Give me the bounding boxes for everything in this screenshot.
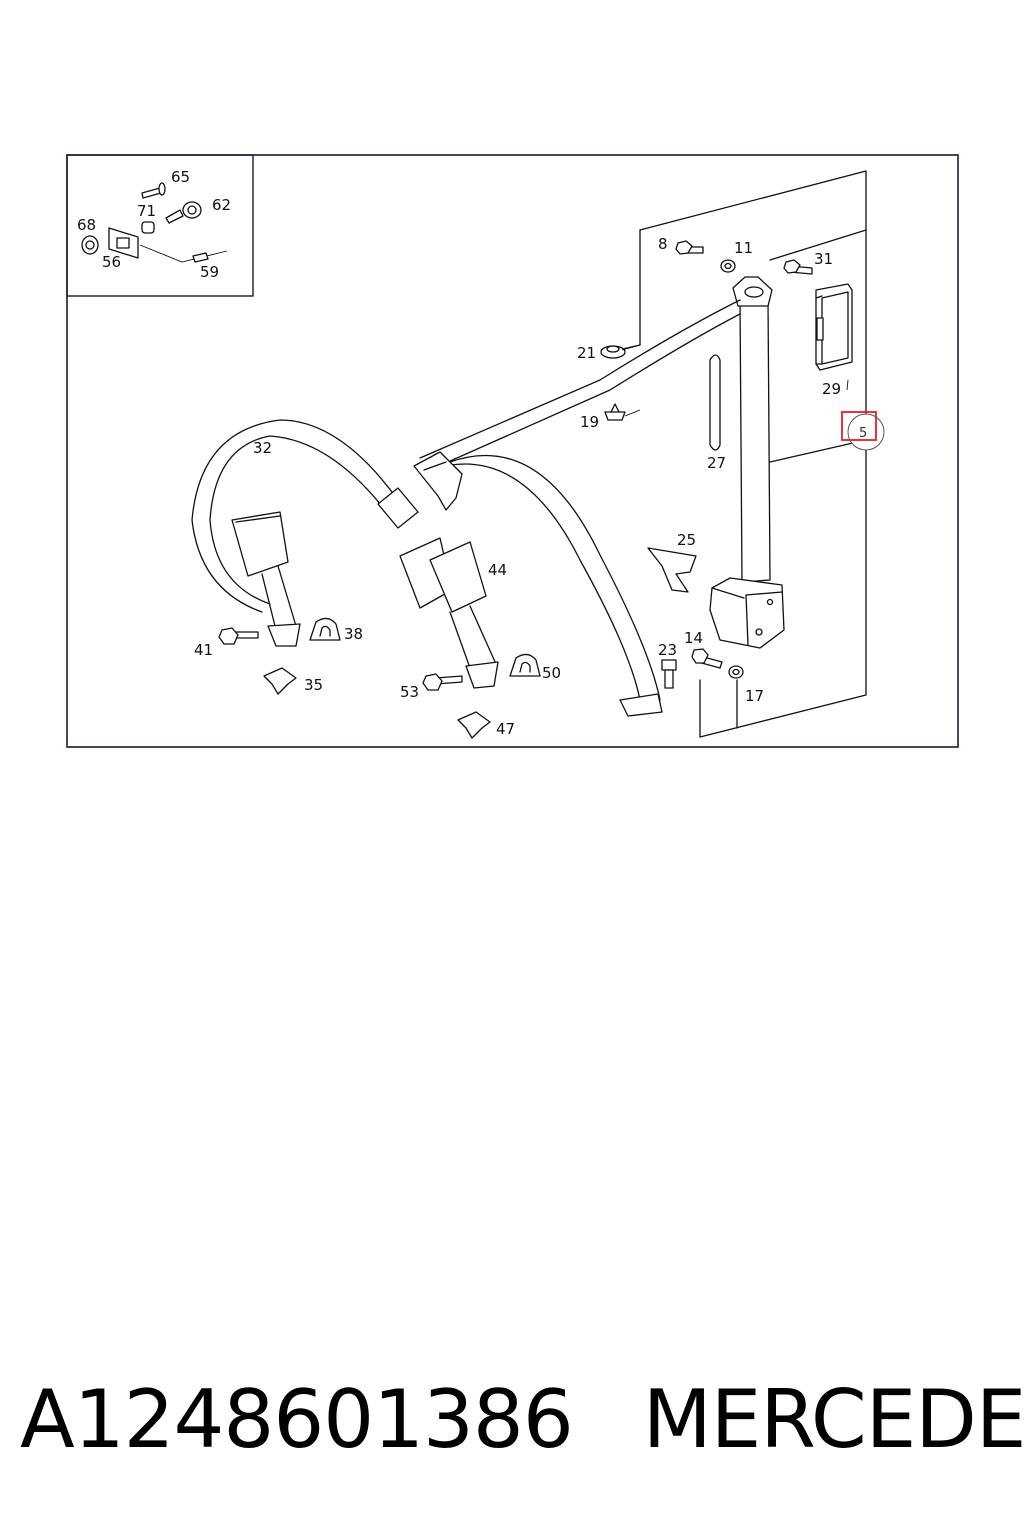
callout-19: 19 — [580, 413, 599, 431]
part-number: A1248601386 — [20, 1373, 574, 1466]
diagram-frame — [66, 154, 959, 748]
callout-71: 71 — [137, 202, 156, 220]
bolt-31-icon — [783, 259, 813, 275]
nut-47-icon — [457, 711, 491, 739]
callout-53: 53 — [400, 683, 419, 701]
callout-47: 47 — [496, 720, 515, 738]
trim-27-icon — [709, 354, 721, 451]
retractor-icon — [709, 577, 785, 649]
callout-5-marker — [841, 411, 885, 451]
lap-belt — [429, 454, 663, 717]
callout-35: 35 — [304, 676, 323, 694]
buckle-left-icon — [231, 511, 301, 647]
plate-56-icon — [108, 227, 139, 259]
grommet-21-icon — [600, 345, 626, 359]
callout-27: 27 — [707, 454, 726, 472]
callout-50: 50 — [542, 664, 561, 682]
callout-29: 29 — [822, 380, 841, 398]
callout-14: 14 — [684, 629, 703, 647]
caption: A1248601386 MERCEDES — [20, 1370, 1024, 1470]
brand-name: MERCEDES — [642, 1373, 1024, 1466]
nut-35-icon — [263, 667, 297, 695]
callout-17: 17 — [745, 687, 764, 705]
shoulder-belt — [419, 276, 773, 583]
bolt-14-icon — [691, 648, 723, 669]
washer-17-icon — [728, 665, 744, 679]
buckle-center-icon — [399, 537, 499, 689]
tongue-plate-icon — [413, 451, 463, 511]
bolt-41-icon — [218, 627, 259, 645]
belt-32 — [191, 419, 419, 613]
callout-32: 32 — [253, 439, 272, 457]
bolt-23-icon — [661, 659, 677, 689]
callout-59: 59 — [200, 263, 219, 281]
bolt-8-icon — [675, 240, 704, 255]
spacer-71-icon — [141, 221, 155, 234]
callout-38: 38 — [344, 625, 363, 643]
cover-50-icon — [509, 653, 541, 677]
grommet-68-icon — [81, 235, 99, 255]
cover-38-icon — [309, 617, 341, 641]
bolt-53-icon — [422, 673, 463, 691]
washer-11-icon — [720, 259, 736, 273]
callout-65: 65 — [171, 168, 190, 186]
bolt-65-icon — [141, 182, 166, 199]
callout-11: 11 — [734, 239, 753, 257]
inset-frame — [66, 154, 254, 297]
callout-8: 8 — [658, 235, 668, 253]
callout-23: 23 — [658, 641, 677, 659]
callout-44: 44 — [488, 561, 507, 579]
bracket-25-icon — [647, 547, 697, 593]
callout-25: 25 — [677, 531, 696, 549]
parts-diagram: 65 71 62 68 56 59 8 11 31 21 29 19 5 32 … — [66, 154, 959, 748]
callout-5: 5 — [859, 426, 867, 441]
clip-59-icon — [192, 252, 209, 263]
cover-29-icon — [815, 283, 853, 371]
callout-68: 68 — [77, 216, 96, 234]
callout-31: 31 — [814, 250, 833, 268]
callout-41: 41 — [194, 641, 213, 659]
clip-19-icon — [604, 403, 626, 421]
callout-62: 62 — [212, 196, 231, 214]
callout-21: 21 — [577, 344, 596, 362]
callout-56: 56 — [102, 253, 121, 271]
pin-62-icon — [165, 201, 202, 224]
